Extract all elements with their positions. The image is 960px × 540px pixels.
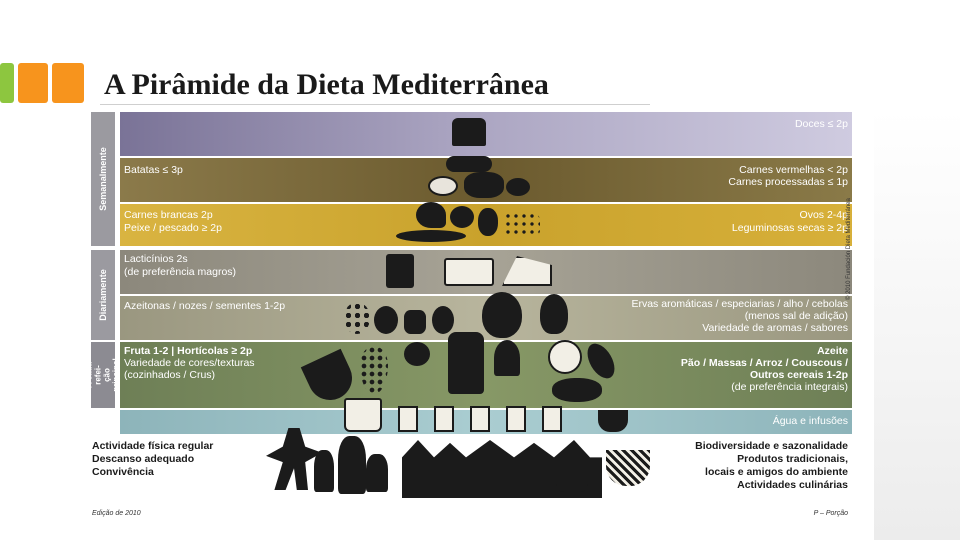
label-carnes-brancas: Carnes brancas 2p: [124, 209, 213, 221]
frequency-label-weekly: Semanalmente: [91, 112, 115, 246]
cooking-pot-icon: [556, 470, 588, 492]
label-fruta: Fruta 1-2 | Hortícolas ≥ 2p: [124, 345, 252, 357]
child-silhouette-icon: [314, 450, 334, 492]
cake-icon: [452, 118, 486, 146]
label-ervas-variedade: Variedade de aromas / sabores: [702, 322, 848, 334]
glass-icon: [470, 406, 490, 432]
lifestyle-conviviality: Convivência: [92, 466, 154, 478]
label-azeite: Azeite: [817, 345, 848, 357]
label-fruta-variedade: Variedade de cores/texturas: [124, 357, 255, 369]
herbs-icon: [404, 310, 426, 334]
label-batatas: Batatas ≤ 3p: [124, 164, 183, 176]
adult-silhouette-icon: [338, 436, 366, 494]
lifestyle-local: locais e amigos do ambiente: [705, 466, 848, 478]
cabbage-icon: [548, 340, 582, 374]
egg-icon: [450, 206, 474, 228]
portion-note: P – Porção: [814, 510, 848, 517]
water-jug-icon: [344, 398, 382, 432]
cheese-icon: [444, 258, 494, 286]
chicken-leg-icon: [416, 202, 446, 228]
label-peixe: Peixe / pescado ≥ 2p: [124, 222, 222, 234]
copyright-note: © 2010 Fundación Dieta Mediterránea: [846, 288, 852, 300]
frequency-label-daily: Diariamente: [91, 250, 115, 340]
title-accent-block: [0, 63, 14, 103]
title-accent-block: [18, 63, 48, 103]
label-carnes-vermelhas: Carnes vermelhas < 2p: [739, 164, 848, 176]
band-doces: [120, 112, 852, 156]
lifestyle-traditional: Produtos tradicionais,: [737, 453, 848, 465]
label-leguminosas: Leguminosas secas ≥ 2p: [732, 222, 848, 234]
label-paes: Pão / Massas / Arroz / Couscous /: [681, 357, 848, 369]
potato-icon: [428, 176, 458, 196]
teacup-icon: [598, 410, 628, 432]
yogurt-icon: [386, 254, 414, 288]
sausage-icon: [446, 156, 492, 172]
egg-icon: [478, 208, 498, 236]
label-fruta-cozinhados: (cozinhados / Crus): [124, 369, 215, 381]
tomato-icon: [404, 342, 430, 366]
label-agua: Água e infusões: [773, 415, 848, 427]
slide-title: A Pirâmide da Dieta Mediterrânea: [104, 68, 549, 102]
label-carnes-processadas: Carnes processadas ≤ 1p: [728, 176, 848, 188]
fish-icon: [396, 230, 466, 242]
olive-branch-icon: [432, 306, 454, 334]
onion-icon: [482, 292, 522, 338]
lifestyle-culinary: Actividades culinárias: [737, 479, 848, 491]
frequency-label-each-meal: A cada refei- ção principal: [91, 342, 115, 408]
lifestyle-activity: Actividade física regular: [92, 440, 213, 452]
mediterranean-diet-pyramid-image: Semanalmente Diariamente A cada refei- ç…: [86, 110, 874, 525]
nuts-icon: [344, 302, 370, 334]
label-cereais-note: (de preferência integrais): [731, 381, 848, 393]
basket-icon: [606, 450, 650, 486]
edition-note: Edição de 2010: [92, 510, 141, 517]
label-lacticinios-note: (de preferência magros): [124, 266, 236, 278]
garlic-icon: [540, 294, 568, 334]
glass-icon: [542, 406, 562, 432]
ham-icon: [506, 178, 530, 196]
child-silhouette-icon: [366, 454, 388, 492]
artichoke-icon: [494, 340, 520, 376]
lifestyle-biodiversity: Biodiversidade e sazonalidade: [695, 440, 848, 452]
glass-icon: [398, 406, 418, 432]
label-doces: Doces ≤ 2p: [795, 118, 848, 130]
label-lacticinios: Lacticínios 2s: [124, 253, 188, 265]
slide-background-decor: [874, 110, 960, 540]
label-cereais: Outros cereais 1-2p: [750, 369, 848, 381]
glass-icon: [434, 406, 454, 432]
olive-oil-bottle-icon: [448, 332, 484, 394]
steak-icon: [464, 172, 504, 198]
label-ervas-note: (menos sal de adição): [745, 310, 848, 322]
label-ervas: Ervas aromáticas / especiarias / alho / …: [631, 298, 848, 310]
glass-icon: [506, 406, 526, 432]
olives-icon: [374, 306, 398, 334]
lifestyle-rest: Descanso adequado: [92, 453, 194, 465]
label-ovos: Ovos 2-4p: [800, 209, 848, 221]
label-azeitonas: Azeitonas / nozes / sementes 1-2p: [124, 300, 285, 312]
bread-icon: [552, 378, 602, 402]
beans-icon: [504, 212, 540, 238]
title-divider: [100, 104, 650, 105]
title-accent-block: [52, 63, 84, 103]
